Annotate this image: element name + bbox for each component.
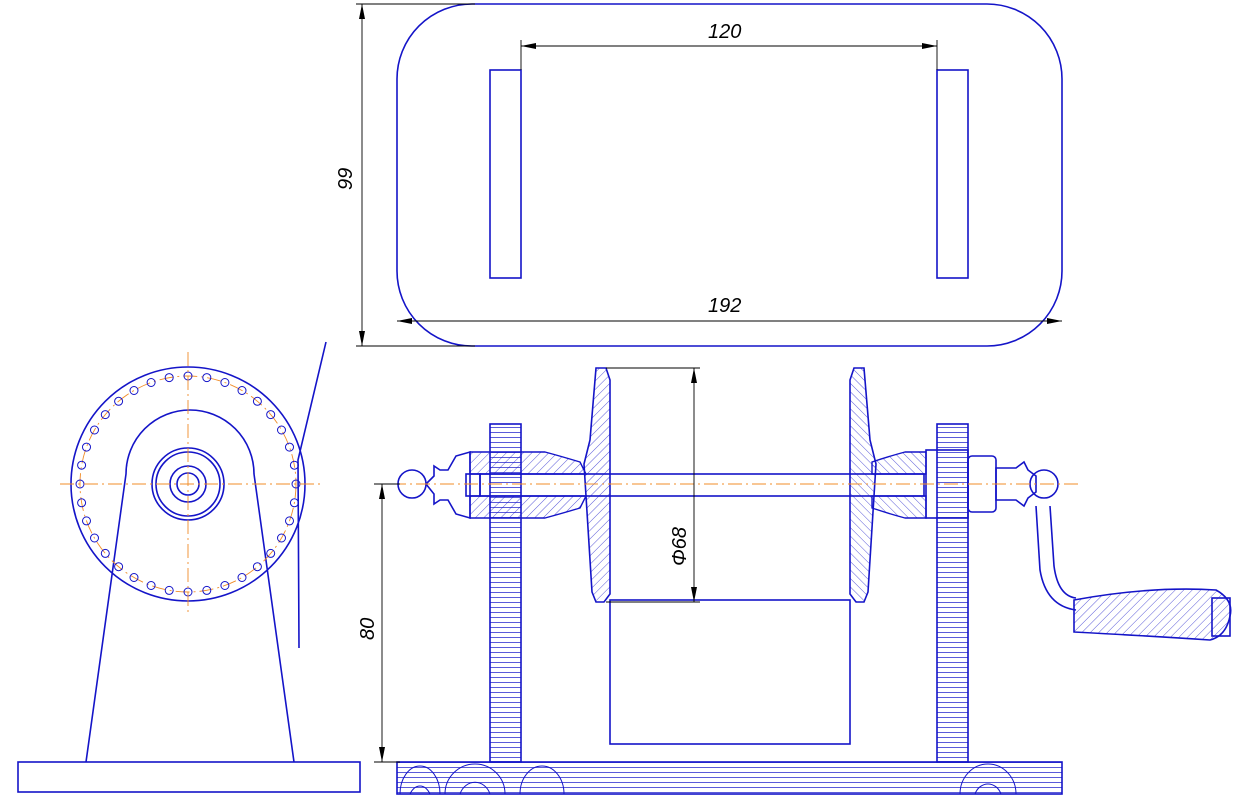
right-hub-lower	[871, 495, 927, 519]
left-knob	[397, 450, 481, 520]
disc-hole	[82, 516, 91, 526]
disc-hole	[100, 410, 110, 420]
dimension-80: 80	[357, 483, 400, 763]
disc-hole	[202, 585, 212, 595]
disc-hole	[285, 442, 294, 452]
disc-hole	[129, 573, 139, 582]
disc-hole	[220, 378, 230, 387]
dimension-120: 120	[520, 21, 938, 70]
disc-hole	[164, 373, 174, 383]
disc-hole	[146, 581, 156, 590]
dimension-192: 192	[397, 295, 1062, 324]
disc-hole	[82, 442, 91, 452]
left-hub	[469, 451, 588, 475]
dimension-phi68: Φ68	[606, 367, 700, 603]
disc-hole	[77, 460, 87, 470]
left-flange	[583, 367, 611, 603]
crank-handle-side	[297, 341, 327, 649]
base-board-front	[396, 761, 1063, 795]
disc-hole	[114, 396, 124, 406]
left-post-top	[489, 69, 522, 279]
disc-hole	[237, 573, 247, 582]
left-post-front	[489, 423, 522, 763]
right-post-top	[936, 69, 969, 279]
disc-hole	[266, 548, 276, 558]
disc-hole	[237, 386, 247, 395]
dimension-phi68-text: Φ68	[669, 527, 691, 566]
right-post-front	[936, 423, 969, 763]
disc-hole	[77, 498, 87, 508]
disc-hole	[90, 425, 99, 435]
disc-hole	[277, 425, 286, 435]
dimension-120-text: 120	[708, 21, 741, 43]
base-plate-outline-top	[396, 3, 1063, 347]
dimension-99: 99	[335, 3, 475, 347]
disc-hole	[90, 533, 99, 543]
side-view	[17, 341, 361, 793]
disc-hole	[202, 373, 212, 383]
stand-side-profile	[85, 409, 295, 763]
crank-grip	[1073, 588, 1232, 641]
crank-arm	[1035, 505, 1077, 611]
disc-holes	[75, 371, 301, 597]
disc-hole	[164, 585, 174, 595]
base-plate-side	[17, 761, 361, 793]
dimension-192-text: 192	[708, 295, 741, 317]
disc-hole	[114, 562, 124, 572]
left-hub-lower	[469, 495, 588, 519]
disc-hole	[277, 533, 286, 543]
disc-hole	[100, 548, 110, 558]
base-wood-grain	[399, 763, 1017, 795]
front-view: Φ68 80	[357, 367, 1232, 795]
dimension-99-text: 99	[335, 168, 357, 190]
crank-arm-inner	[1049, 505, 1077, 599]
disc-hole	[266, 410, 276, 420]
disc-hole	[285, 516, 294, 526]
disc-hole	[252, 396, 262, 406]
disc-hole	[252, 562, 262, 572]
disc-hole	[220, 581, 230, 590]
disc-hole	[129, 386, 139, 395]
dimension-80-text: 80	[357, 618, 379, 640]
top-view: 120 192 99	[335, 3, 1063, 347]
disc-hole	[146, 378, 156, 387]
right-hub	[871, 451, 927, 475]
right-flange	[849, 367, 877, 603]
bobbin-body	[609, 599, 851, 745]
